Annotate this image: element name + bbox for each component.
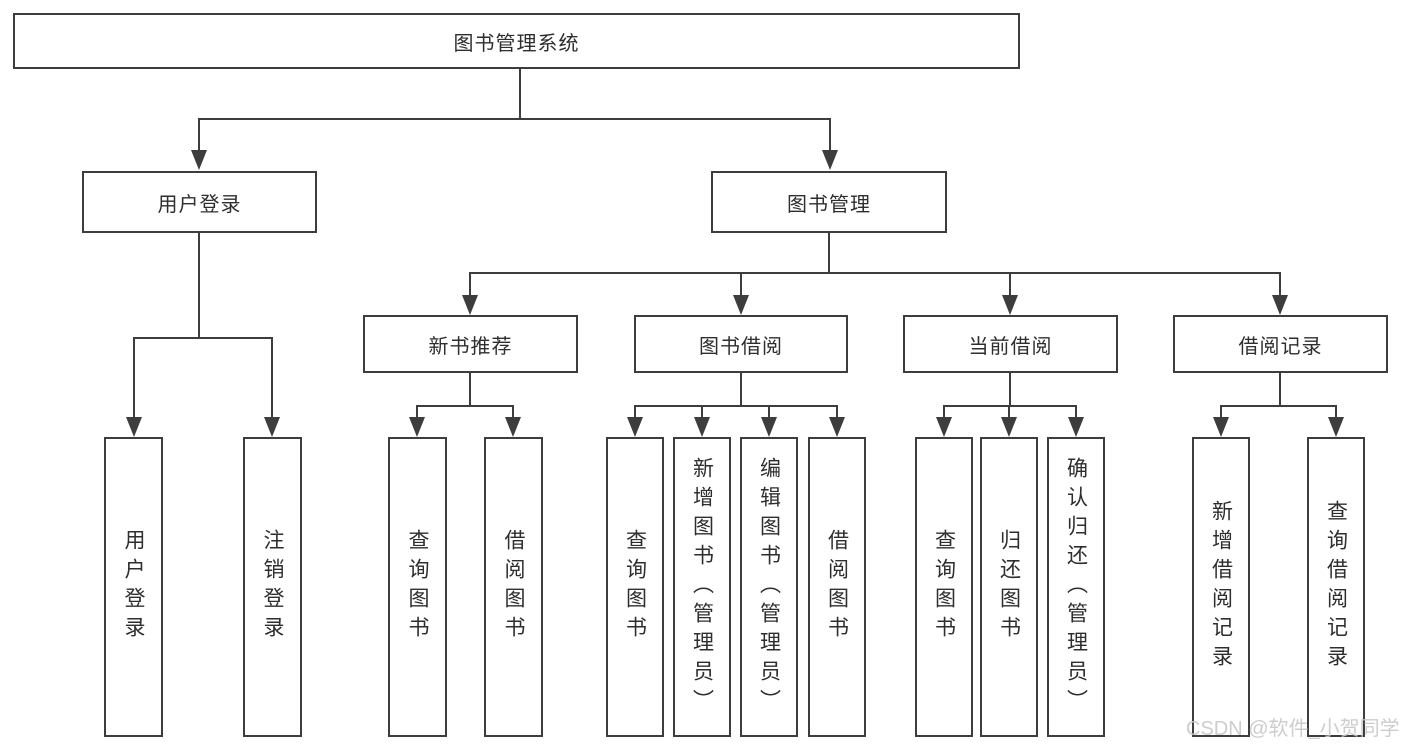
connector-line xyxy=(469,272,471,297)
arrowhead-down-icon xyxy=(505,417,521,437)
arrowhead-down-icon xyxy=(694,417,710,437)
node-book-management-label: 图书管理 xyxy=(787,193,871,216)
arrowhead-down-icon xyxy=(1068,417,1084,437)
connector-line xyxy=(1009,272,1011,297)
node-query-books-borrowing: 查询图书 xyxy=(606,437,664,737)
connector-line xyxy=(1008,405,1010,419)
arrowhead-down-icon xyxy=(126,417,142,437)
node-current-borrowing: 当前借阅 xyxy=(903,315,1118,373)
node-current-borrowing-label: 当前借阅 xyxy=(968,335,1053,358)
node-library-system-label: 图书管理系统 xyxy=(453,32,580,55)
connector-line xyxy=(943,405,945,419)
node-query-books-recommend-label: 查询图书 xyxy=(406,529,429,645)
node-logout-label: 注销登录 xyxy=(261,529,284,645)
node-logout: 注销登录 xyxy=(243,437,302,737)
node-query-books-borrowing-label: 查询图书 xyxy=(623,529,647,645)
connector-line xyxy=(836,405,838,419)
node-user-login-label: 用户登录 xyxy=(157,193,242,216)
node-borrow-books: 借阅图书 xyxy=(808,437,866,737)
node-borrow-books-recommend-label: 借阅图书 xyxy=(502,529,525,645)
connector-line xyxy=(198,118,200,152)
connector-line xyxy=(634,405,837,407)
node-add-books-admin-label: 新增图书（管理员） xyxy=(690,456,714,718)
node-user-login-leaf-label: 用户登录 xyxy=(122,529,145,645)
arrowhead-down-icon xyxy=(1328,417,1344,437)
connector-line xyxy=(1075,405,1077,419)
node-add-borrow-record-label: 新增借阅记录 xyxy=(1209,500,1233,674)
node-book-borrowing: 图书借阅 xyxy=(634,315,848,373)
arrowhead-down-icon xyxy=(409,417,425,437)
arrowhead-down-icon xyxy=(1002,295,1018,315)
node-borrowing-records-label: 借阅记录 xyxy=(1238,335,1323,358)
connector-line xyxy=(416,405,418,419)
connector-line xyxy=(198,233,200,337)
arrowhead-down-icon xyxy=(191,150,207,170)
node-book-borrowing-label: 图书借阅 xyxy=(699,335,783,358)
connector-line xyxy=(512,405,514,419)
arrowhead-down-icon xyxy=(829,417,845,437)
connector-line xyxy=(1220,405,1222,419)
connector-line xyxy=(943,405,1077,407)
node-edit-books-admin-label: 编辑图书（管理员） xyxy=(757,456,781,718)
node-new-book-recommendation-label: 新书推荐 xyxy=(428,335,513,358)
node-query-borrow-record: 查询借阅记录 xyxy=(1307,437,1365,737)
connector-line xyxy=(519,69,521,118)
arrowhead-down-icon xyxy=(627,417,643,437)
connector-line xyxy=(634,405,636,419)
arrowhead-down-icon xyxy=(936,417,952,437)
connector-line xyxy=(469,272,1281,274)
connector-line xyxy=(1335,405,1337,419)
node-return-books-label: 归还图书 xyxy=(997,529,1021,645)
node-query-books-recommend: 查询图书 xyxy=(388,437,447,737)
connector-line xyxy=(1279,373,1281,405)
connector-line xyxy=(740,272,742,297)
arrowhead-down-icon xyxy=(1213,417,1229,437)
arrowhead-down-icon xyxy=(761,417,777,437)
node-borrow-books-recommend: 借阅图书 xyxy=(484,437,543,737)
connector-line xyxy=(469,373,471,405)
node-query-books-current-label: 查询图书 xyxy=(932,529,956,645)
connector-line xyxy=(740,373,742,405)
node-add-borrow-record: 新增借阅记录 xyxy=(1192,437,1250,737)
connector-line xyxy=(1279,272,1281,297)
node-borrowing-records: 借阅记录 xyxy=(1173,315,1388,373)
node-confirm-return-admin: 确认归还（管理员） xyxy=(1047,437,1105,737)
connector-line xyxy=(1220,405,1337,407)
arrowhead-down-icon xyxy=(264,417,280,437)
connector-line xyxy=(133,337,135,419)
node-user-login: 用户登录 xyxy=(82,171,317,233)
connector-line xyxy=(828,233,830,272)
connector-line xyxy=(417,405,514,407)
node-return-books: 归还图书 xyxy=(980,437,1038,737)
connector-line xyxy=(1009,373,1011,405)
connector-line xyxy=(271,337,273,419)
node-borrow-books-label: 借阅图书 xyxy=(825,529,849,645)
node-confirm-return-admin-label: 确认归还（管理员） xyxy=(1064,456,1088,718)
node-query-books-current: 查询图书 xyxy=(915,437,973,737)
node-query-borrow-record-label: 查询借阅记录 xyxy=(1324,500,1348,674)
arrowhead-down-icon xyxy=(1001,417,1017,437)
node-user-login-leaf: 用户登录 xyxy=(104,437,163,737)
node-edit-books-admin: 编辑图书（管理员） xyxy=(740,437,798,737)
connector-line xyxy=(829,118,831,152)
arrowhead-down-icon xyxy=(462,295,478,315)
node-add-books-admin: 新增图书（管理员） xyxy=(673,437,731,737)
connector-line xyxy=(133,337,273,339)
connector-line xyxy=(198,118,831,120)
node-book-management: 图书管理 xyxy=(711,171,947,233)
arrowhead-down-icon xyxy=(822,150,838,170)
node-library-system: 图书管理系统 xyxy=(13,13,1020,69)
connector-line xyxy=(701,405,703,419)
csdn-watermark: CSDN @软件_小贺同学 xyxy=(1186,718,1400,740)
arrowhead-down-icon xyxy=(1272,295,1288,315)
node-new-book-recommendation: 新书推荐 xyxy=(363,315,578,373)
connector-line xyxy=(768,405,770,419)
arrowhead-down-icon xyxy=(733,295,749,315)
